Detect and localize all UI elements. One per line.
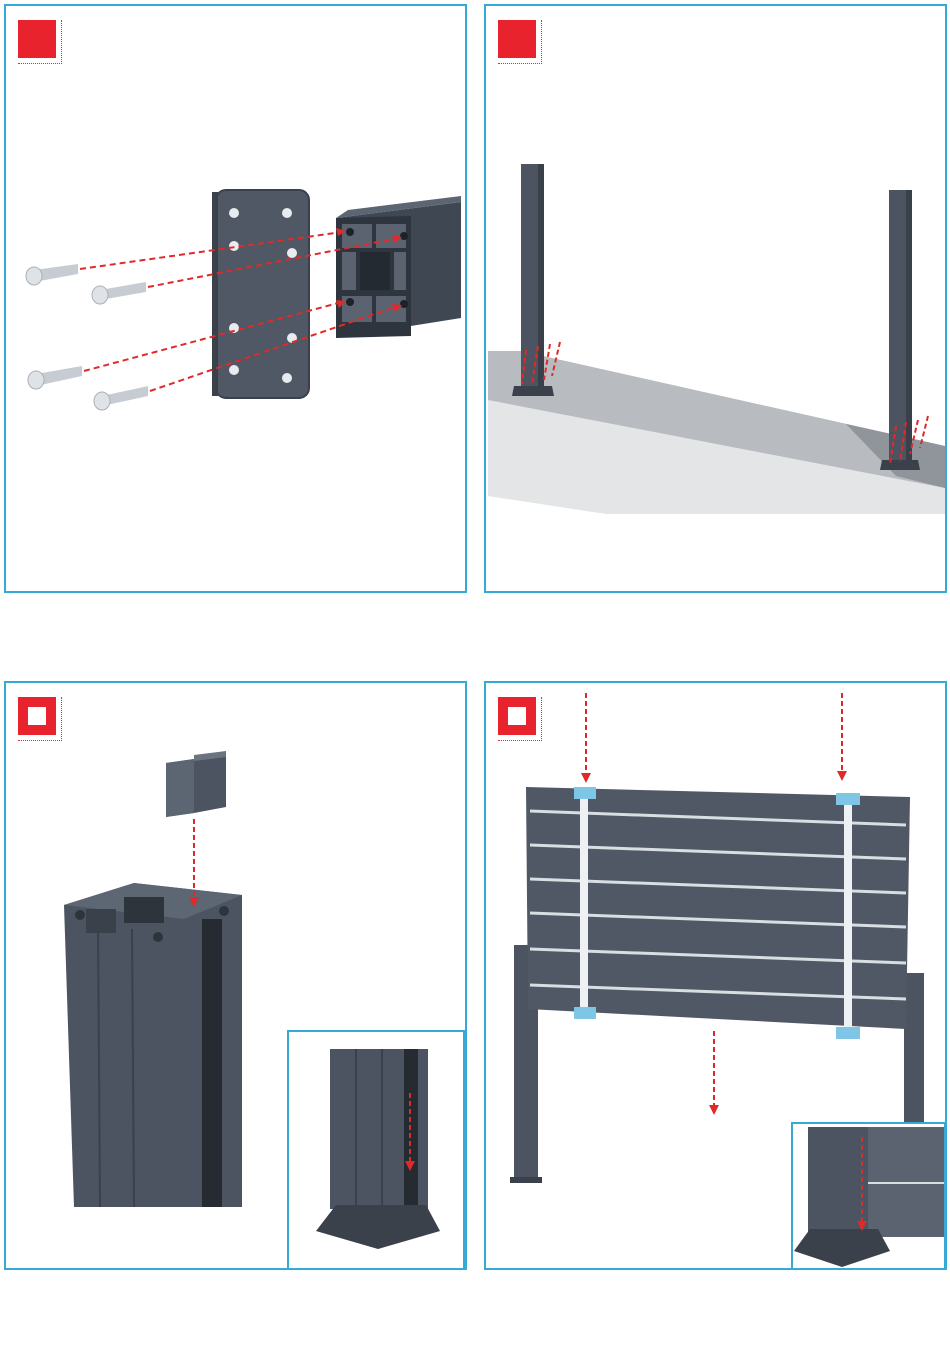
screw-channel <box>400 300 408 308</box>
screw-channel <box>153 932 163 942</box>
screw-channel <box>346 298 354 306</box>
plate-hole <box>282 373 292 383</box>
left-post-base <box>510 1177 542 1183</box>
left-post-side <box>538 164 544 390</box>
plate-hole <box>282 208 292 218</box>
screw <box>26 264 78 285</box>
screw <box>94 386 148 410</box>
mounting-plate-edge <box>212 192 218 396</box>
clip <box>836 1027 860 1039</box>
step-3-panel <box>4 681 467 1270</box>
clip <box>574 1007 596 1019</box>
screw <box>92 282 146 304</box>
step-4-panel <box>484 681 947 1270</box>
cap-insertion-illustration <box>6 683 465 1268</box>
plate-hole <box>229 365 239 375</box>
screw-channel <box>219 906 229 916</box>
cap-front-face <box>166 759 194 817</box>
plate-hole <box>287 248 297 258</box>
post-chamber <box>124 897 164 923</box>
right-post-base <box>880 460 920 470</box>
panel-lowering-illustration <box>486 683 945 1268</box>
vertical-guide <box>580 793 588 1015</box>
posts-on-floor-illustration <box>486 6 945 591</box>
plate-hole <box>229 208 239 218</box>
screw-channel <box>346 228 354 236</box>
screw-channel <box>400 232 408 240</box>
post-chamber <box>86 909 116 933</box>
profile-chamber <box>342 296 372 322</box>
plate-assembly-illustration <box>6 6 465 591</box>
mounting-plate <box>216 190 309 398</box>
vertical-guide <box>844 799 852 1033</box>
step-1-panel <box>4 4 467 593</box>
post-slot <box>202 919 222 1207</box>
right-post-side <box>906 190 912 464</box>
left-post-base <box>512 386 554 396</box>
plate-hole <box>229 241 239 251</box>
clip <box>574 787 596 799</box>
clip <box>836 793 860 805</box>
profile-chamber <box>342 252 356 290</box>
right-post <box>904 973 924 1133</box>
screw-channel <box>75 910 85 920</box>
profile-center-chamber <box>360 252 390 290</box>
profile-chamber <box>394 252 406 290</box>
screw <box>28 366 82 389</box>
step-2-panel <box>484 4 947 593</box>
